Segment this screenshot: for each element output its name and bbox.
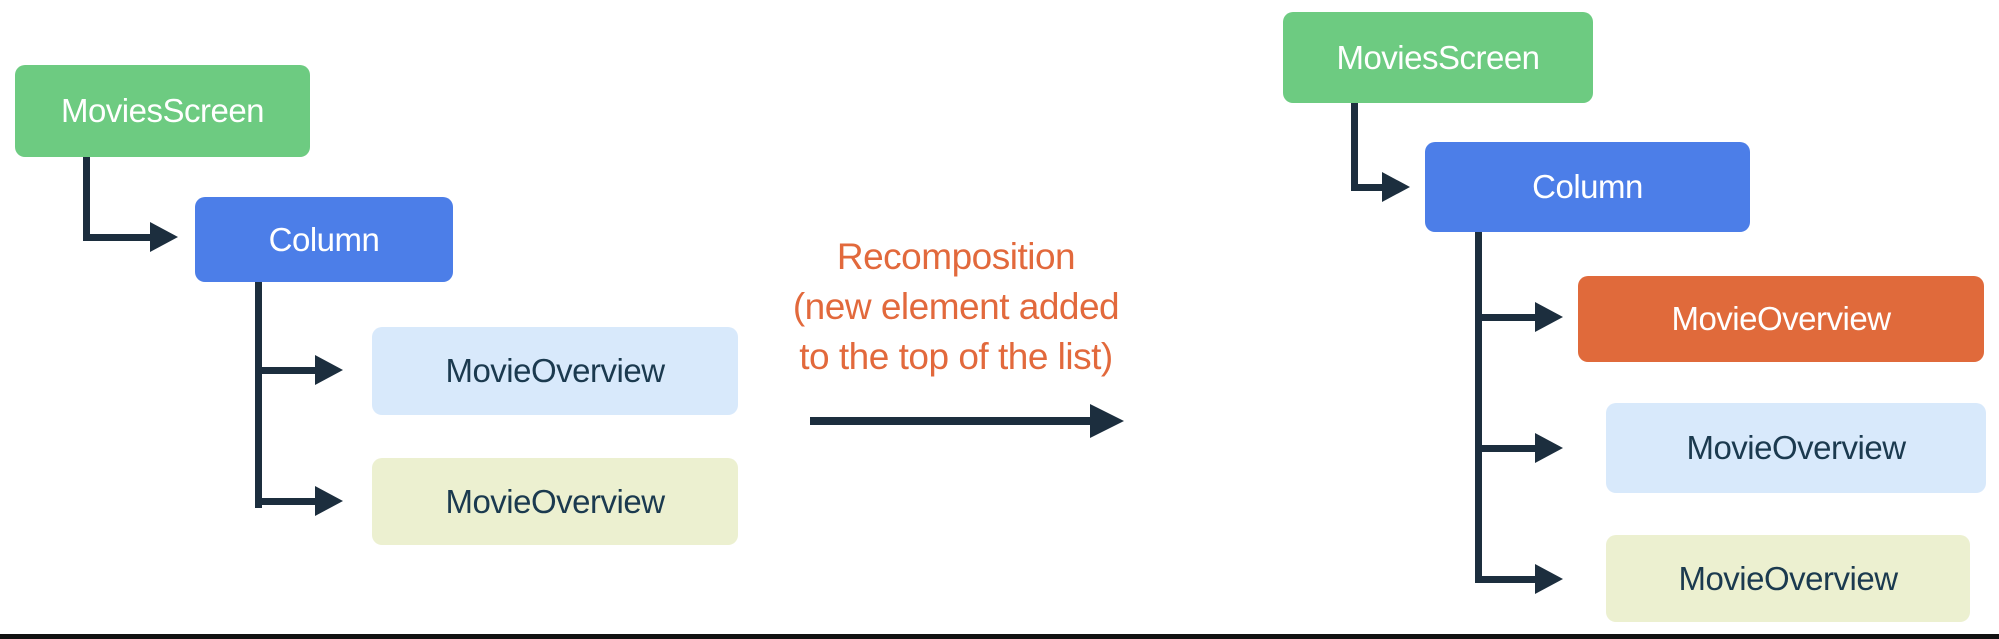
right-new-movie-overview-label: MovieOverview (1671, 300, 1891, 337)
recomposition-arrow-shaft (810, 417, 1090, 425)
right-child1-connector-hline (1475, 314, 1535, 321)
left-movie-overview-1-label: MovieOverview (445, 352, 665, 389)
left-movie-overview-1-box: MovieOverview (372, 327, 738, 415)
left-movies-screen-label: MoviesScreen (60, 92, 265, 129)
recomposition-arrowhead-icon (1090, 404, 1124, 438)
right-child2-connector-hline (1475, 445, 1535, 452)
left-child1-connector-hline (255, 367, 315, 374)
left-column-label: Column (268, 220, 380, 258)
right-child3-connector-hline (1475, 576, 1535, 583)
left-child2-arrowhead-icon (315, 486, 343, 516)
right-root-arrowhead-icon (1382, 172, 1410, 202)
left-movie-overview-2-box: MovieOverview (372, 458, 738, 545)
right-movies-screen-box: MoviesScreen (1283, 12, 1593, 103)
left-movies-screen-box: MoviesScreen (15, 65, 310, 157)
annotation-line-3: to the top of the list) (799, 336, 1113, 377)
bottom-border-rule (0, 634, 1999, 639)
right-new-movie-overview-box: MovieOverview (1578, 276, 1984, 362)
right-column-label: Column (1532, 168, 1643, 205)
recomposition-annotation: Recomposition (new element added to the … (756, 232, 1156, 382)
right-movie-overview-1-box: MovieOverview (1606, 403, 1986, 493)
right-movie-overview-1-label: MovieOverview (1686, 429, 1906, 466)
left-child2-connector-hline (255, 498, 315, 505)
right-movie-overview-2-label: MovieOverview (1678, 559, 1898, 597)
left-column-box: Column (195, 197, 453, 282)
left-child1-arrowhead-icon (315, 355, 343, 385)
right-child1-arrowhead-icon (1535, 302, 1563, 332)
left-column-connector-vline (255, 282, 262, 508)
right-child2-arrowhead-icon (1535, 433, 1563, 463)
right-column-box: Column (1425, 142, 1750, 232)
annotation-line-1: Recomposition (836, 236, 1076, 277)
annotation-line-2: (new element added (792, 286, 1120, 327)
left-root-arrowhead-icon (150, 222, 178, 252)
right-root-connector-hline (1351, 184, 1382, 191)
right-movie-overview-2-box: MovieOverview (1606, 535, 1970, 622)
left-movie-overview-2-label: MovieOverview (445, 482, 665, 520)
left-root-connector-vline (83, 157, 90, 241)
left-root-connector-hline (83, 234, 150, 241)
right-root-connector-vline (1351, 103, 1358, 191)
right-movies-screen-label: MoviesScreen (1336, 38, 1540, 76)
right-child3-arrowhead-icon (1535, 564, 1563, 594)
right-column-connector-vline (1475, 232, 1482, 583)
